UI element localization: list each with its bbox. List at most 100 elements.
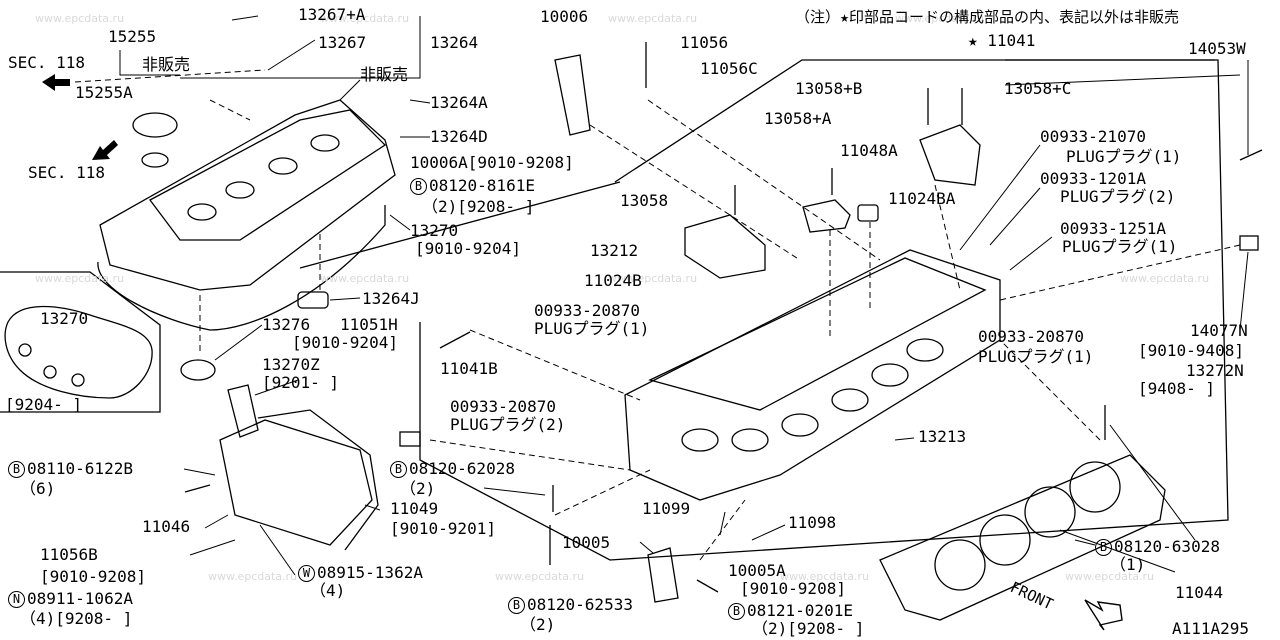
watermark: www.epcdata.ru: [608, 272, 698, 285]
part-label-13267A[interactable]: 13267+A: [298, 5, 366, 24]
watermark: www.epcdata.ru: [208, 570, 298, 583]
plug-label-c: PLUGプラグ(1): [978, 347, 1094, 366]
sec118-arrow-down: [92, 140, 118, 160]
cam-cap-13058BC: [919, 124, 981, 186]
bolt-prefix-b: B: [728, 603, 745, 620]
not-sold-label: 非販売: [360, 65, 409, 84]
part-label-11048A[interactable]: 11048A: [840, 141, 898, 160]
rear-gasket-11049: [257, 409, 379, 551]
bolt-prefix-b: B: [390, 461, 407, 478]
part-label-13272N[interactable]: 13272N: [1186, 361, 1244, 380]
sec118-arrow-left: [42, 74, 70, 91]
part-label-10005A[interactable]: 10005A: [728, 561, 786, 580]
part-label-11056C[interactable]: 11056C: [700, 59, 758, 78]
head-port-row: [681, 338, 944, 452]
part-label-13264[interactable]: 13264: [430, 33, 479, 52]
part-label-11056[interactable]: 11056: [680, 33, 729, 52]
part-label-13212[interactable]: 13212: [590, 241, 639, 260]
inset-label-13270[interactable]: 13270: [40, 309, 89, 328]
date-13272N: [9408- ]: [1138, 379, 1216, 398]
part-label-15255A[interactable]: 15255A: [75, 83, 133, 102]
part-label-11051H[interactable]: 11051H: [340, 315, 398, 334]
part-label-10006A[interactable]: 10006A[9010-9208]: [410, 153, 574, 172]
part-label-star-11041[interactable]: ★ 11041: [968, 31, 1036, 50]
part-label-11049[interactable]: 11049: [390, 499, 439, 518]
date-14077N: [9010-9408]: [1138, 341, 1244, 360]
part-label-13058B[interactable]: 13058+B: [795, 79, 863, 98]
cylinder-head-top: [648, 257, 987, 411]
part-label-00933-21070[interactable]: 00933-21070: [1040, 127, 1146, 146]
part-label-11046[interactable]: 11046: [142, 517, 191, 536]
qty-08120-62028: （2): [400, 479, 436, 498]
part-label-13058C[interactable]: 13058+C: [1004, 79, 1072, 98]
part-label-11056B[interactable]: 11056B: [40, 545, 98, 564]
diagram-code: A111A295: [1172, 619, 1250, 638]
part-label-11098[interactable]: 11098: [788, 513, 837, 532]
part-label-13264J[interactable]: 13264J: [362, 289, 420, 308]
date-13270Z: [9201- ]: [262, 373, 340, 392]
cover-port: [268, 157, 298, 175]
bolt-prefix-b: B: [8, 461, 25, 478]
part-number: 08911-1062A: [27, 589, 133, 608]
part-label-13270Z[interactable]: 13270Z: [262, 355, 320, 374]
cover-gasket: [97, 205, 386, 331]
tube-13270Z: [227, 384, 259, 438]
part-label-00933-1201A[interactable]: 00933-1201A: [1040, 169, 1146, 188]
part-label-00933-1251A[interactable]: 00933-1251A: [1060, 219, 1166, 238]
part-label-10006[interactable]: 10006: [540, 7, 589, 26]
part-number: 08915-1362A: [317, 563, 423, 582]
washer-prefix-w: W: [298, 565, 315, 582]
date-11056B: [9010-9208]: [40, 567, 146, 586]
part-label-13058A[interactable]: 13058+A: [764, 109, 832, 128]
part-number: 08120-63028: [1114, 537, 1220, 556]
part-number: 08110-6122B: [27, 459, 133, 478]
inset-hole: [71, 373, 85, 387]
part-label-13267[interactable]: 13267: [318, 33, 367, 52]
part-label-13276[interactable]: 13276: [262, 315, 311, 334]
part-number: 08120-62028: [409, 459, 515, 478]
rocker-cover-top: [149, 109, 387, 241]
part-label-11024B[interactable]: 11024B: [584, 271, 642, 290]
part-label-14053W[interactable]: 14053W: [1188, 39, 1246, 58]
part-label-13264A[interactable]: 13264A: [430, 93, 488, 112]
cam-cap-13058A: [802, 199, 851, 233]
bolt-14053W: [1239, 149, 1263, 161]
part-label-13213[interactable]: 13213: [918, 427, 967, 446]
qty-08110-6122B: （6): [20, 479, 56, 498]
section-ref-sec118-bottom[interactable]: SEC. 118: [28, 163, 106, 182]
bolt-prefix-b: B: [508, 597, 525, 614]
watermark: www.epcdata.ru: [35, 272, 125, 285]
bolt-6122B: [184, 484, 211, 493]
watermark: www.epcdata.ru: [1120, 272, 1210, 285]
section-ref-sec118-top[interactable]: SEC. 118: [8, 53, 86, 72]
date-11049: [9010-9201]: [390, 519, 496, 538]
part-label-00933-20870-a[interactable]: 00933-20870: [450, 397, 556, 416]
part-label-14077N[interactable]: 14077N: [1190, 321, 1248, 340]
watermark: www.epcdata.ru: [608, 12, 698, 25]
part-label-11024BA[interactable]: 11024BA: [888, 189, 956, 208]
part-label-13264D[interactable]: 13264D: [430, 127, 488, 146]
part-label-13058[interactable]: 13058: [620, 191, 669, 210]
part-label-13270[interactable]: 13270: [410, 221, 459, 240]
bracket-10005: [647, 547, 679, 603]
part-label-00933-20870-c[interactable]: 00933-20870: [978, 327, 1084, 346]
watermark: www.epcdata.ru: [495, 570, 585, 583]
part-label-00933-20870-b[interactable]: 00933-20870: [534, 301, 640, 320]
part-label-11099[interactable]: 11099: [642, 499, 691, 518]
part-label-11044[interactable]: 11044: [1175, 583, 1224, 602]
qty-08120-63028: （1): [1110, 555, 1146, 574]
part-label-15255[interactable]: 15255: [108, 27, 157, 46]
diagram-note: （注）★印部品コードの構成部品の内、表記以外は非販売: [795, 8, 1180, 26]
part-label-10005[interactable]: 10005: [562, 533, 611, 552]
plug-label-1201A: PLUGプラグ(2): [1060, 187, 1176, 206]
part-label-11041B[interactable]: 11041B: [440, 359, 498, 378]
